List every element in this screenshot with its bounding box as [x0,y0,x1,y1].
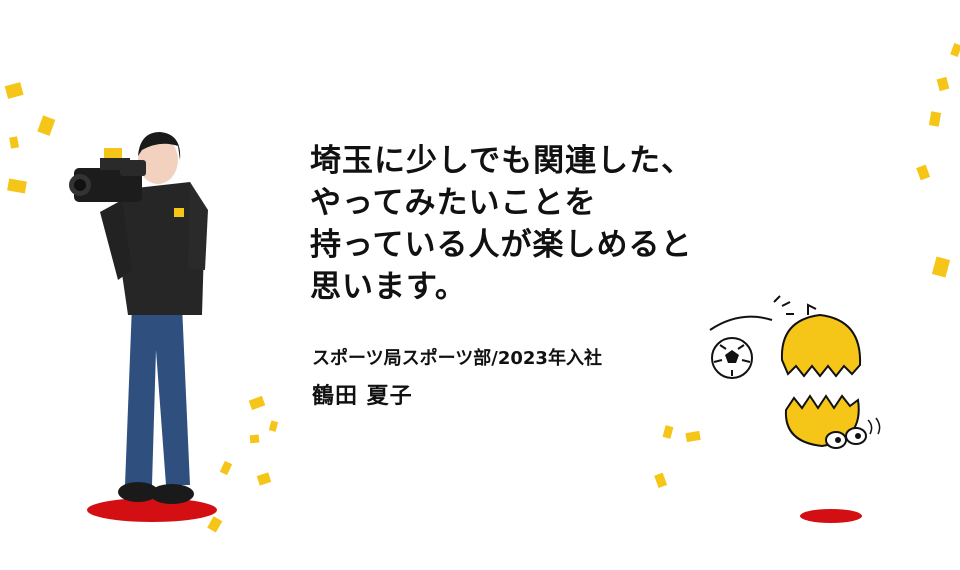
quote-line: 持っている人が楽しめると [310,227,693,263]
portrait-photo [69,132,217,522]
quote-line: やってみたいことを [310,185,597,221]
soccer-ball-icon [711,337,753,379]
quote-line: 思います。 [310,269,467,305]
person-name: 鶴田 夏子 [312,384,413,409]
department-label: スポーツ局スポーツ部/2023年入社 [312,348,602,369]
red-floor-spot [800,509,862,523]
quote-line: 埼玉に少しでも関連した、 [310,143,694,179]
mascot-illustration [709,295,881,523]
interview-quote: 埼玉に少しでも関連した、 やってみたいことを 持っている人が楽しめると 思います… [310,140,780,308]
red-floor-spot [87,498,217,522]
